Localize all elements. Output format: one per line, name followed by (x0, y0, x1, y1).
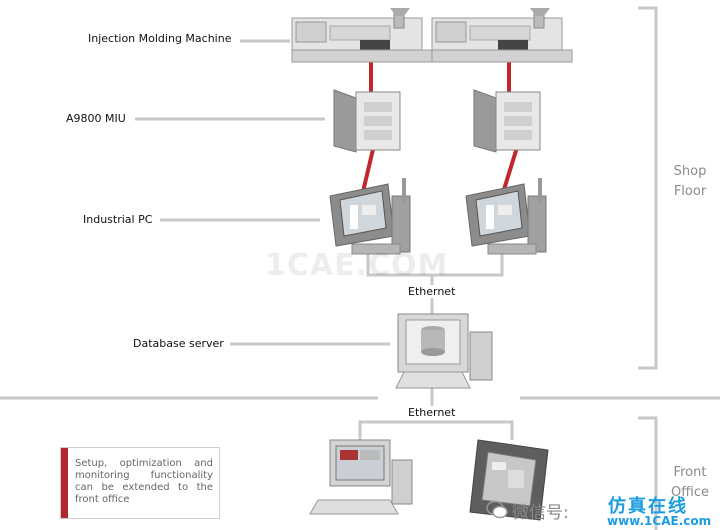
note-text: Setup, optimization and monitoring funct… (75, 458, 213, 505)
label-injection-molding-machine: Injection Molding Machine (88, 32, 232, 45)
label-database-server: Database server (133, 337, 224, 350)
section-shop-floor-line2: Floor (673, 184, 707, 199)
ethernet-top-network (366, 248, 504, 277)
database-server (395, 313, 493, 389)
front-office-note: Setup, optimization and monitoring funct… (60, 447, 220, 519)
note-accent-bar (61, 448, 68, 518)
miu-cabinet-right (473, 89, 541, 153)
miu-cabinet-left (333, 89, 401, 153)
section-shop-floor-line1: Shop (673, 164, 707, 179)
wechat-icon (486, 500, 508, 519)
watermark-text: 1CAE.COM (265, 248, 449, 283)
label-miu: A9800 MIU (66, 112, 126, 125)
brand-url: www.1CAE.com (607, 514, 712, 528)
label-ethernet-bottom: Ethernet (406, 406, 458, 419)
label-ethernet-top: Ethernet (406, 285, 458, 298)
front-office-workstation (309, 439, 413, 515)
brand-chinese-name: 仿真在线 (608, 496, 688, 517)
injection-molding-machine-left (291, 8, 433, 63)
section-front-office-line2: Office (671, 485, 709, 500)
label-industrial-pc: Industrial PC (83, 213, 153, 226)
section-front-office: Front Office (668, 463, 712, 503)
section-shop-floor: Shop Floor (668, 162, 712, 202)
industrial-pc-right (465, 178, 547, 255)
wechat-id-label: 微信号: (512, 503, 569, 523)
industrial-pc-left (329, 178, 411, 255)
front-office-terminal (469, 439, 549, 521)
front-office-bracket (638, 416, 658, 530)
section-front-office-line1: Front (673, 465, 707, 480)
shop-floor-bracket (638, 6, 658, 370)
ethernet-bottom-network (358, 420, 514, 440)
injection-molding-machine-right (431, 8, 573, 63)
